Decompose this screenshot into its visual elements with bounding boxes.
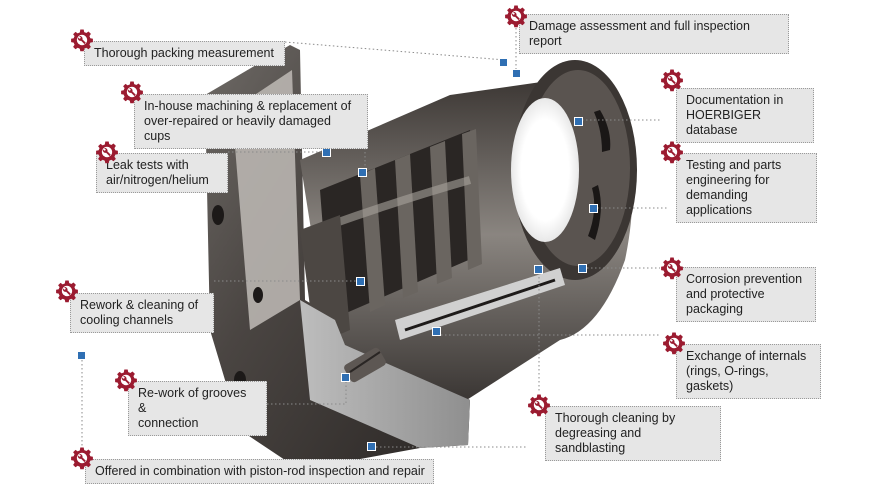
label-testing: Testing and parts engineering for demand… — [676, 153, 817, 223]
marker-offered — [367, 442, 376, 451]
gear-wrench-icon — [96, 141, 118, 164]
label-packing-measurement: Thorough packing measurement — [84, 41, 285, 66]
marker-testing — [589, 204, 598, 213]
label-corrosion: Corrosion prevention and protective pack… — [676, 267, 816, 322]
gear-wrench-icon — [661, 257, 683, 280]
sealing-cups — [300, 129, 482, 345]
section-face — [300, 268, 565, 448]
marker-documentation — [574, 117, 583, 126]
gear-wrench-icon — [661, 141, 683, 164]
label-cleaning: Thorough cleaning by degreasing and sand… — [545, 406, 721, 461]
bore-opening — [511, 98, 579, 242]
marker-corrosion — [578, 264, 587, 273]
label-documentation: Documentation in HOERBIGER database — [676, 88, 814, 143]
gear-wrench-icon — [56, 280, 78, 303]
label-damage-assessment: Damage assessment and full inspection re… — [519, 14, 789, 54]
label-rework-cooling: Rework & cleaning of cooling channels — [70, 293, 214, 333]
gear-wrench-icon — [121, 81, 143, 104]
gear-wrench-icon — [661, 69, 683, 92]
gear-wrench-icon — [505, 5, 527, 28]
gear-wrench-icon — [71, 447, 93, 470]
marker-damage-2 — [512, 69, 521, 78]
marker-grooves — [341, 373, 350, 382]
label-leak-tests: Leak tests with air/nitrogen/helium — [96, 153, 228, 193]
marker-cleaning — [534, 265, 543, 274]
gear-wrench-icon — [71, 29, 93, 52]
connection-fitting — [344, 347, 386, 383]
label-machining: In-house machining & replacement of over… — [134, 94, 368, 149]
gear-wrench-icon — [663, 332, 685, 355]
label-offered: Offered in combination with piston-rod i… — [85, 459, 434, 484]
marker-leak — [322, 148, 331, 157]
label-exchange: Exchange of internals (rings, O-rings, g… — [676, 344, 821, 399]
marker-damage — [499, 58, 508, 67]
label-grooves: Re-work of grooves & connection — [128, 381, 267, 436]
marker-machining — [358, 168, 367, 177]
marker-legend — [77, 351, 86, 360]
marker-cooling — [356, 277, 365, 286]
gear-wrench-icon — [115, 369, 137, 392]
marker-exchange — [432, 327, 441, 336]
gear-wrench-icon — [528, 394, 550, 417]
